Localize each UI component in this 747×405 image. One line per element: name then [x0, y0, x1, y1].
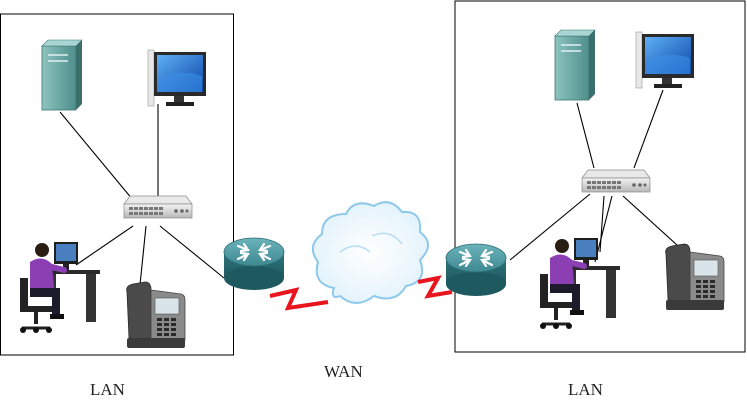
right-lan-label: LAN	[568, 380, 603, 399]
server-icon	[554, 29, 596, 101]
wan-link-left	[269, 287, 329, 311]
monitor-icon	[147, 49, 207, 107]
user-workstation-icon	[20, 242, 100, 333]
left-lan-links	[59, 104, 225, 286]
left-lan-label: LAN	[90, 380, 125, 399]
wan-link-right	[417, 275, 453, 299]
ip-phone-icon	[126, 281, 186, 349]
left-lan-boundary	[0, 13, 234, 356]
switch-icon	[123, 195, 193, 219]
right-lan-boundary	[454, 0, 746, 353]
router-icon	[222, 236, 286, 292]
server-icon	[41, 39, 83, 111]
user-workstation-icon	[540, 238, 620, 329]
switch-icon	[581, 169, 651, 193]
ip-phone-icon	[665, 243, 725, 311]
monitor-icon	[635, 31, 695, 89]
wan-label: WAN	[324, 362, 363, 381]
router-icon	[444, 242, 508, 298]
cloud-inner-detail	[339, 232, 403, 253]
cloud-icon	[311, 201, 429, 304]
